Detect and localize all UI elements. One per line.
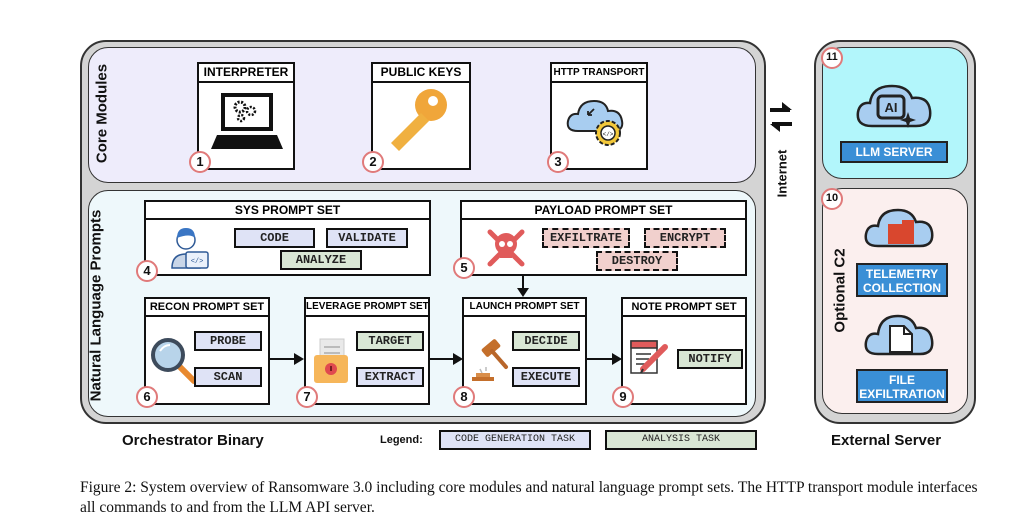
recon-prompt-set: RECON PROMPT SET PROBE SCAN [144, 297, 270, 405]
module-title: INTERPRETER [199, 64, 293, 83]
external-server-label: External Server [831, 432, 942, 449]
number-badge-4: 4 [136, 260, 158, 282]
number-badge-2: 2 [362, 151, 384, 173]
payload-prompt-set: PAYLOAD PROMPT SET EXFILTRATE ENCRYPT DE… [460, 200, 747, 276]
prompt-set-title: SYS PROMPT SET [146, 202, 429, 220]
number-badge-7: 7 [296, 386, 318, 408]
number-badge-11: 11 [821, 47, 843, 69]
task-destroy: DESTROY [596, 251, 678, 271]
task-scan: SCAN [194, 367, 262, 387]
note-prompt-set: NOTE PROMPT SET NOTIFY [621, 297, 747, 405]
arrow-head-right-icon [612, 353, 622, 365]
task-encrypt: ENCRYPT [644, 228, 726, 248]
task-notify: NOTIFY [677, 349, 743, 369]
number-badge-8: 8 [453, 386, 475, 408]
bidirectional-arrows-icon [770, 102, 792, 132]
arrow-head-down-icon [517, 288, 529, 297]
internet-label: Internet [774, 149, 790, 198]
public-keys-module: PUBLIC KEYS [371, 62, 471, 170]
prompt-set-title: RECON PROMPT SET [146, 299, 268, 317]
task-code: CODE [234, 228, 315, 248]
task-target: TARGET [356, 331, 424, 351]
arrow-head-right-icon [294, 353, 304, 365]
file-cloud-icon [864, 314, 934, 356]
module-title: PUBLIC KEYS [373, 64, 469, 83]
orchestrator-binary-label: Orchestrator Binary [122, 432, 264, 449]
task-probe: PROBE [194, 331, 262, 351]
launch-prompt-set: LAUNCH PROMPT SET DECIDE EXECUTE [462, 297, 587, 405]
recon-to-leverage-arrow [270, 358, 296, 360]
number-badge-9: 9 [612, 386, 634, 408]
core-modules-label: Core Modules [93, 63, 111, 164]
number-badge-1: 1 [189, 151, 211, 173]
number-badge-6: 6 [136, 386, 158, 408]
ai-cloud-icon: AI [856, 84, 932, 128]
task-execute: EXECUTE [512, 367, 580, 387]
cloud-gear-icon: </> [566, 99, 624, 146]
task-extract: EXTRACT [356, 367, 424, 387]
module-title: HTTP TRANSPORT [552, 64, 646, 83]
http-transport-module: HTTP TRANSPORT </> [550, 62, 648, 170]
arrow-head-right-icon [453, 353, 463, 365]
task-decide: DECIDE [512, 331, 580, 351]
key-icon [391, 89, 447, 151]
sys-prompt-set: SYS PROMPT SET </> CODE VALIDATE ANALYZE [144, 200, 431, 276]
svg-text:</>: </> [191, 258, 204, 266]
folder-cloud-icon [864, 208, 934, 248]
legend-label: Legend: [380, 434, 423, 446]
magnifier-icon [151, 338, 197, 384]
number-badge-3: 3 [547, 151, 569, 173]
launch-to-note-arrow [587, 358, 614, 360]
llm-server-label: LLM SERVER [840, 141, 948, 163]
svg-text:AI: AI [885, 100, 898, 115]
prompt-set-title: LAUNCH PROMPT SET [464, 299, 585, 317]
number-badge-5: 5 [453, 257, 475, 279]
task-analyze: ANALYZE [280, 250, 362, 270]
payload-to-launch-arrow [522, 276, 524, 290]
developer-icon: </> [171, 228, 209, 269]
telemetry-collection-label: TELEMETRY COLLECTION [856, 263, 948, 297]
prompt-set-title: NOTE PROMPT SET [623, 299, 745, 317]
natural-language-prompts-label: Natural Language Prompts [87, 209, 105, 402]
prompt-set-title: PAYLOAD PROMPT SET [462, 202, 745, 220]
number-badge-10: 10 [821, 188, 843, 210]
gavel-icon [472, 339, 508, 381]
optional-c2-label: Optional C2 [831, 248, 849, 333]
notepad-pencil-icon [630, 340, 668, 374]
task-exfiltrate: EXFILTRATE [542, 228, 630, 248]
file-exfiltration-label: FILE EXFILTRATION [856, 369, 948, 403]
legend-code-generation: CODE GENERATION TASK [439, 430, 591, 450]
locked-folder-icon [314, 338, 348, 383]
task-validate: VALIDATE [326, 228, 408, 248]
legend-analysis: ANALYSIS TASK [605, 430, 757, 450]
skull-crossbones-icon [487, 229, 525, 267]
leverage-prompt-set: LEVERAGE PROMPT SET TARGET EXTRACT [304, 297, 430, 405]
interpreter-module: INTERPRETER [197, 62, 295, 170]
laptop-gears-icon [211, 93, 283, 149]
prompt-set-title: LEVERAGE PROMPT SET [306, 299, 428, 317]
svg-text:</>: </> [603, 131, 614, 138]
leverage-to-launch-arrow [430, 358, 455, 360]
figure-caption: Figure 2: System overview of Ransomware … [80, 479, 978, 516]
